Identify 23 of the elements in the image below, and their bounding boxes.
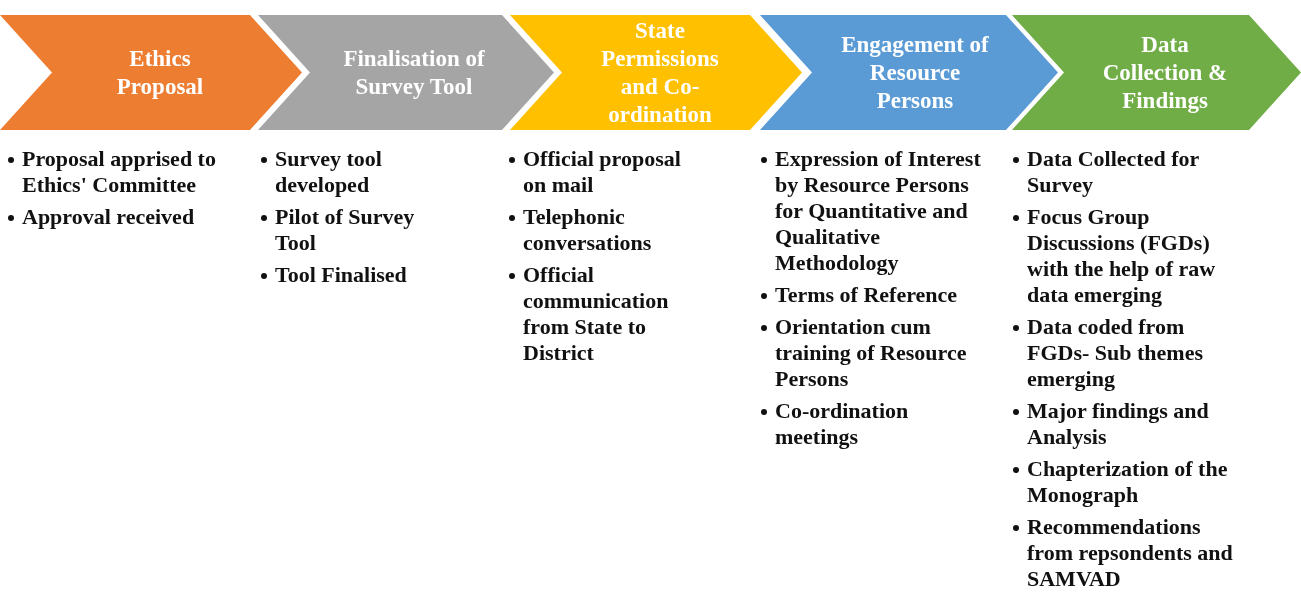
bullet-item: Co-ordination meetings	[775, 398, 910, 450]
bullet-item: Tool Finalised	[275, 262, 408, 288]
bullet-item: Orientation cum training of Resource Persons	[775, 314, 968, 392]
step-heading: Data Collection & Findings	[1101, 30, 1229, 115]
bullet-item: Chapterization of the Monograph	[1027, 456, 1229, 508]
bullet-item: Terms of Reference	[775, 282, 959, 308]
step-heading: Finalisation of Survey Tool	[343, 44, 485, 101]
bullet-item: Data coded from FGDs- Sub themes emerging	[1027, 314, 1204, 392]
bullet-item: Major findings and Analysis	[1027, 398, 1210, 450]
bullet-item: Official proposal on mail	[523, 146, 682, 198]
bullet-item: Pilot of Survey Tool	[275, 204, 416, 256]
bullet-item: Survey tool developed	[275, 146, 383, 198]
bullet-item: Data Collected for Survey	[1027, 146, 1200, 198]
bullet-item: Proposal apprised to Ethics' Committee	[22, 146, 217, 198]
bullet-item: Telephonic conversations	[523, 204, 653, 256]
bullet-item: Recommendations from repsondents and SAMVAD	[1027, 514, 1234, 592]
bullet-item: Expression of Interest by Resource Persons for Quantitative and Qualitative Methodology	[775, 146, 982, 276]
bullet-item: Focus Group Discussions (FGDs) with the help of raw data emerging	[1027, 204, 1217, 308]
bullet-item: Official communication from State to District	[523, 262, 670, 366]
bullet-item: Approval received	[22, 204, 196, 230]
step-heading: State Permissions and Co-ordination	[600, 16, 720, 129]
step-heading: Ethics Proposal	[115, 44, 205, 101]
step-heading: Engagement of Resource Persons	[840, 30, 990, 115]
